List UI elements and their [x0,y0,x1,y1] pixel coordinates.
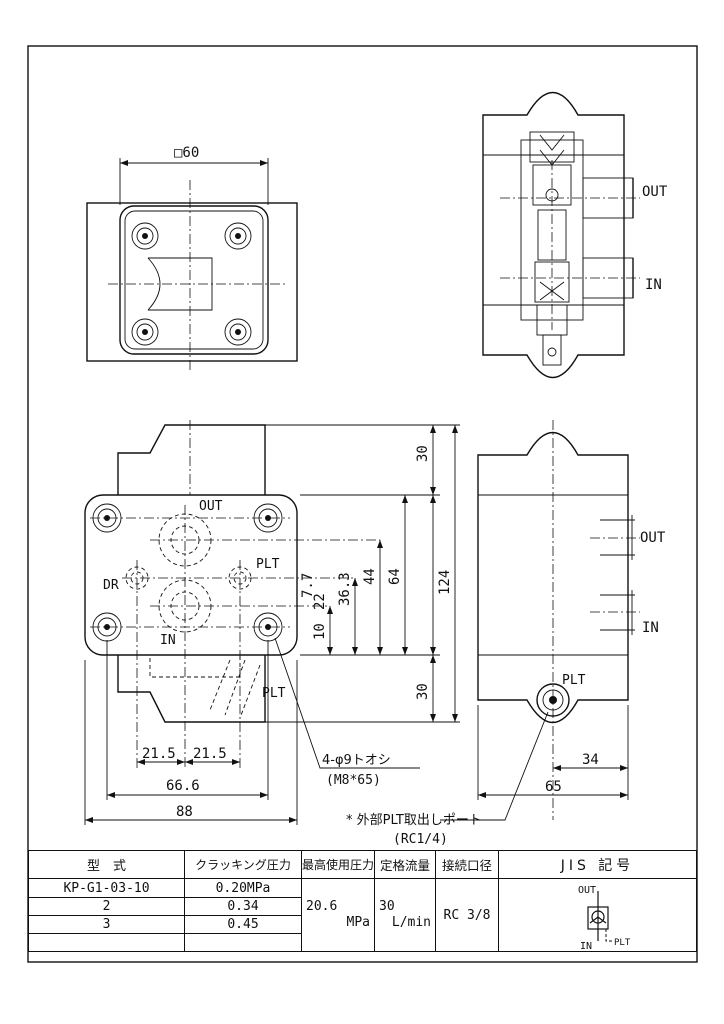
label-out-side: OUT [640,530,666,546]
flow-value: 30 [379,899,395,914]
spec-table: 型 式 クラッキング圧力 最高使用圧力 定格流量 接続口径 JIS 記号 KP-… [28,850,697,952]
jis-label-plt: PLT [614,938,631,948]
note-bolt-size: (M8*65) [326,773,381,788]
jis-label-in: IN [580,941,592,951]
label-plt-under: PLT [262,686,286,701]
dim-30-lower: 30 [415,683,431,700]
header-port-size: 接続口径 [435,850,500,879]
dim-64: 64 [387,568,403,585]
table-header-row: 型 式 クラッキング圧力 最高使用圧力 定格流量 接続口径 JIS 記号 [28,850,697,879]
label-in-side: IN [642,620,659,636]
label-in-top: IN [645,277,662,293]
header-cracking-pressure: クラッキング圧力 [184,850,302,879]
dim-44: 44 [362,568,378,585]
section-view [482,91,640,379]
cell-cracking-1: 0.20MPa [184,877,302,899]
dim-36-3: 36.3 [337,572,353,606]
max-pressure-value: 20.6 [306,899,338,914]
dim-34: 34 [582,752,599,768]
cell-cracking-2: 0.34 [184,897,302,917]
dim-10: 10 [312,623,328,640]
dim-124: 124 [437,570,453,595]
header-rated-flow: 定格流量 [374,850,437,879]
header-jis-symbol: JIS 記号 [498,850,697,879]
dim-65: 65 [545,779,562,795]
dim-30-upper: 30 [415,445,431,462]
side-view [440,420,640,821]
cell-rated-flow: 30 L/min [374,878,437,952]
note-external-port-size: (RC1/4) [393,832,448,847]
dim-22: 22 [312,593,328,610]
max-pressure-unit: MPa [346,915,371,930]
label-dr-front: DR [103,578,119,593]
dim-7-7: 7.7 [300,573,316,598]
cell-model-3: 3 [28,915,185,934]
front-view [84,420,460,825]
header-model: 型 式 [28,850,185,879]
flow-unit: L/min [391,915,432,930]
cell-cracking-3: 0.45 [184,915,302,934]
top-view [86,158,298,372]
cell-max-pressure: 20.6 MPa [300,878,376,952]
dim-21-5-left: 21.5 [142,746,176,762]
note-external-port: * 外部PLT取出しポート [346,813,482,828]
label-plt-side: PLT [562,673,586,688]
cell-model-2: 2 [28,897,185,917]
dim-21-5-right: 21.5 [193,746,227,762]
cell-jis-symbol: OUT IN PLT [498,878,697,952]
table-row [28,933,697,952]
cell-model-1: KP-G1-03-10 [28,877,185,899]
dim-square-60: □60 [174,145,199,161]
label-out-front: OUT [199,499,223,514]
cell-cracking-4 [184,933,302,952]
jis-label-out: OUT [578,885,596,896]
jis-check-valve-symbol: OUT IN PLT [578,885,631,951]
note-bolt-holes: 4-φ9トオシ [322,753,391,768]
label-out-top: OUT [642,184,668,200]
table-row: KP-G1-03-10 0.20MPa 20.6 MPa 30 L/min RC… [28,877,697,952]
label-plt-front: PLT [256,557,280,572]
header-max-pressure: 最高使用圧力 [300,850,376,879]
sheet-border [27,45,698,963]
label-in-front: IN [160,633,176,648]
cell-model-4 [28,933,185,952]
dim-88: 88 [176,804,193,820]
dim-66-6: 66.6 [166,778,200,794]
cell-port-size: RC 3/8 [435,878,500,952]
